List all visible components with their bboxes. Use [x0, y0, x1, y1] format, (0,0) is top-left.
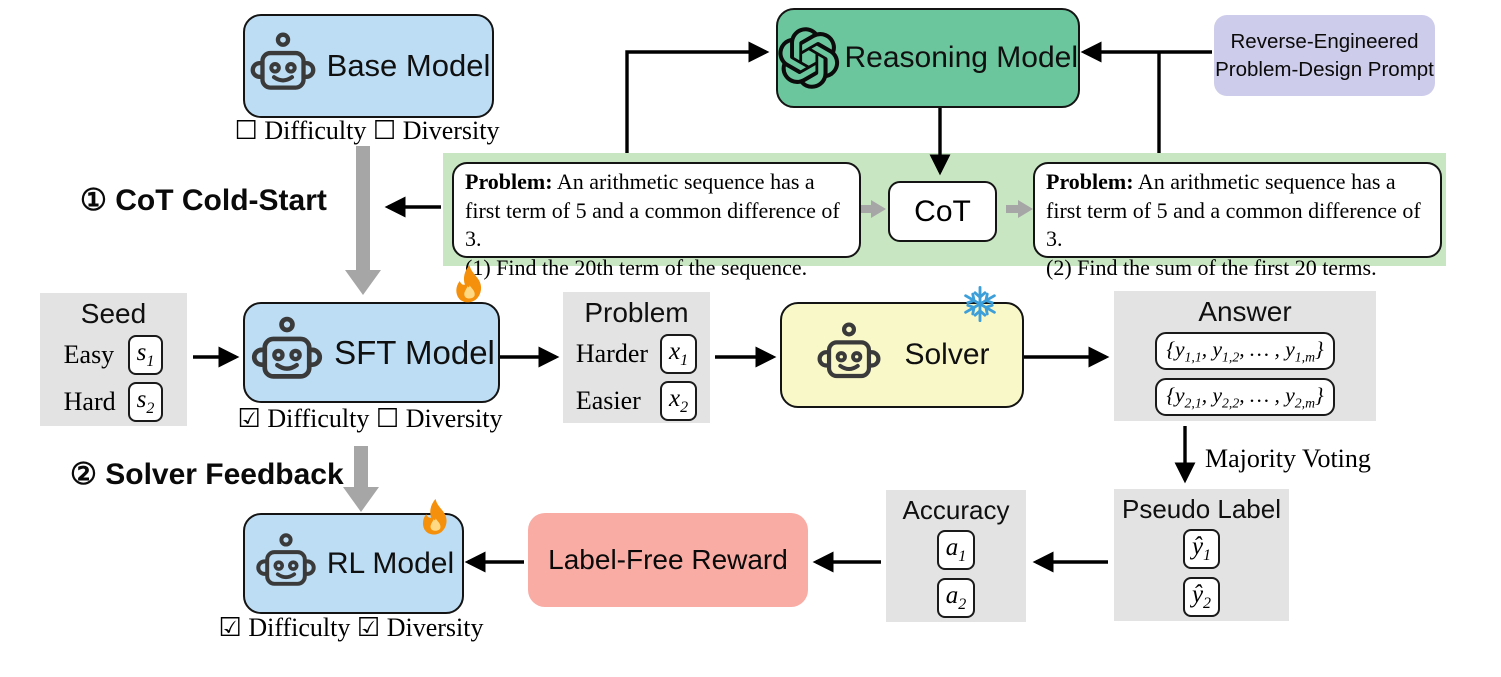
seed-row-hard-label: Hard	[63, 386, 116, 416]
phase-1-label: ① CoT Cold-Start	[80, 184, 327, 217]
base-model-box: Base Model	[243, 14, 494, 118]
answer-panel: Answer {y1,1, y1,2, … , y1,m} {y2,1, y2,…	[1114, 291, 1376, 421]
thick-arrow-base-to-sft	[345, 146, 381, 295]
label-free-reward-box: Label-Free Reward	[528, 513, 808, 607]
seed-panel: Seed Easy s1 Hard s2	[40, 293, 187, 426]
cot-box: CoT	[888, 181, 997, 242]
answer-set-2-chip: {y2,1, y2,2, … , y2,m}	[1155, 378, 1335, 417]
seed-row-easy-label: Easy	[63, 339, 115, 369]
reasoning-model-box: Reasoning Model	[776, 8, 1080, 108]
problem-card-2: Problem: An arithmetic sequence has a fi…	[1033, 162, 1442, 280]
pseudo-label-panel: Pseudo Label ŷ1 ŷ2	[1114, 489, 1289, 621]
problem-card-1-tag: Problem:	[465, 169, 553, 194]
robot-icon	[253, 531, 319, 597]
answer-set-1-chip: {y1,1, y1,2, … , y1,m}	[1155, 332, 1335, 371]
base-model-checkline: ☐ Difficulty ☐ Diversity	[234, 116, 500, 145]
sft-model-box: SFT Model	[243, 302, 500, 403]
seed-rows: Easy s1 Hard s2	[64, 335, 164, 422]
solver-box: Solver	[780, 302, 1024, 408]
problem-card-2-tag: Problem:	[1046, 169, 1134, 194]
flame-icon	[451, 264, 488, 306]
answer-panel-title: Answer	[1198, 296, 1292, 327]
accuracy-a1-chip: a1	[936, 530, 976, 570]
seed-panel-title: Seed	[80, 298, 147, 329]
problem-card-2-item: (2) Find the sum of the first 20 terms.	[1046, 254, 1377, 280]
pseudo-label-panel-title: Pseudo Label	[1121, 494, 1282, 524]
solver-label: Solver	[904, 338, 990, 371]
phase-2-label: ② Solver Feedback	[70, 458, 344, 491]
reasoning-model-label: Reasoning Model	[844, 41, 1078, 74]
arrow-problem1-to-reasoning-model	[625, 41, 770, 153]
base-model-label: Base Model	[326, 48, 491, 83]
rl-model-checkline: ☑ Difficulty ☑ Diversity	[218, 613, 484, 642]
problem-row-easier-label: Easier	[575, 385, 641, 415]
sft-model-label: SFT Model	[334, 333, 495, 371]
problem-x1-chip: x1	[660, 334, 698, 374]
problem-panel-title: Problem	[584, 297, 689, 328]
answer-sets: {y1,1, y1,2, … , y1,m} {y2,1, y2,2, … , …	[1155, 332, 1335, 417]
problem-row-harder-label: Harder	[575, 338, 649, 368]
problem-card-2-body: An arithmetic sequence has a first term …	[1046, 169, 1421, 252]
accuracy-panel: Accuracy a1 a2	[886, 490, 1026, 622]
problem-card-1-body: An arithmetic sequence has a first term …	[465, 169, 840, 252]
snowflake-icon	[961, 285, 999, 323]
accuracy-panel-title: Accuracy	[902, 495, 1010, 525]
problem-rows: Harder x1 Easier x2	[575, 334, 698, 421]
robot-icon	[814, 320, 884, 390]
problem-card-1: Problem: An arithmetic sequence has a fi…	[452, 162, 861, 280]
flame-icon	[419, 498, 452, 538]
problem-card-1-item: (1) Find the 20th term of the sequence.	[465, 254, 808, 280]
pseudo-yhat2-chip: ŷ2	[1182, 576, 1221, 617]
robot-icon	[247, 30, 319, 102]
problem-x2-chip: x2	[660, 380, 698, 421]
majority-voting-label: Majority Voting	[1205, 444, 1371, 473]
seed-s1-chip: s1	[127, 335, 164, 375]
pseudo-label-chips: ŷ1 ŷ2	[1182, 529, 1221, 617]
seed-s2-chip: s2	[127, 381, 164, 422]
problem-panel: Problem Harder x1 Easier x2	[563, 292, 710, 423]
prompt-line-2: Problem-Design Prompt	[1215, 57, 1434, 81]
accuracy-a2-chip: a2	[936, 577, 976, 618]
rl-model-label: RL Model	[326, 546, 455, 580]
pseudo-yhat1-chip: ŷ1	[1182, 529, 1221, 569]
prompt-line-1: Reverse-Engineered	[1230, 30, 1419, 54]
openai-logo-icon	[778, 23, 840, 93]
thick-arrow-sft-to-rl	[343, 446, 379, 512]
sft-model-checkline: ☑ Difficulty ☐ Diversity	[237, 404, 503, 433]
robot-icon	[248, 314, 326, 392]
problem-design-prompt-box: Reverse-Engineered Problem-Design Prompt	[1214, 15, 1435, 96]
accuracy-chips: a1 a2	[936, 530, 976, 618]
